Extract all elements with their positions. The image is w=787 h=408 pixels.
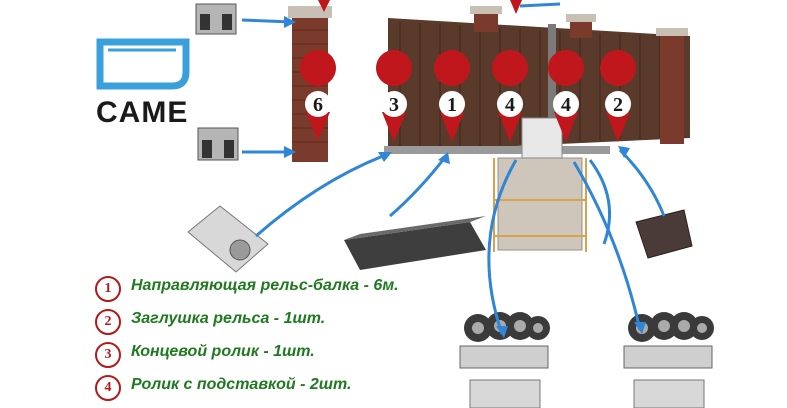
pin-3: 3	[376, 49, 413, 142]
bracket-top	[195, 3, 237, 35]
legend-number: 4	[95, 375, 121, 401]
pin-6: 6	[300, 49, 337, 140]
pin-label-4b: 4	[561, 94, 571, 116]
pin-2: 2	[600, 49, 637, 142]
pin-label-6: 6	[313, 94, 323, 116]
arrow-heads	[284, 16, 646, 338]
legend-text: Концевой ролик - 1шт.	[131, 343, 315, 360]
came-logo-mark	[96, 38, 190, 90]
brand-logo-text: CAME	[96, 96, 189, 129]
roller-carriage-right	[623, 312, 714, 408]
rail-beam-part	[344, 216, 486, 270]
legend-number: 2	[95, 309, 121, 335]
legend-text: Заглушка рельса - 1шт.	[131, 310, 326, 327]
legend-number: 1	[95, 276, 121, 302]
pin-4a: 4	[492, 50, 529, 142]
pin-label-4a: 4	[505, 94, 515, 116]
pin-1: 1	[434, 49, 471, 142]
pin-label-1: 1	[447, 94, 457, 116]
bracket-bottom	[197, 127, 239, 161]
end-roller-part	[187, 205, 269, 273]
foundation-cage	[493, 117, 587, 252]
legend-text: Направляющая рельс-балка - 6м.	[131, 277, 399, 294]
pin-top-left	[318, 0, 330, 12]
legend-text: Ролик с подставкой - 2шт.	[131, 376, 352, 393]
pin-label-3: 3	[389, 94, 399, 116]
brick-pillars-right	[470, 6, 688, 144]
pin-4b: 4	[548, 49, 585, 142]
pin-top	[510, 0, 522, 14]
legend-number: 3	[95, 342, 121, 368]
pin-label-2: 2	[613, 94, 623, 116]
rail-cap-part	[635, 209, 693, 259]
pointer-arrows	[241, 2, 666, 335]
